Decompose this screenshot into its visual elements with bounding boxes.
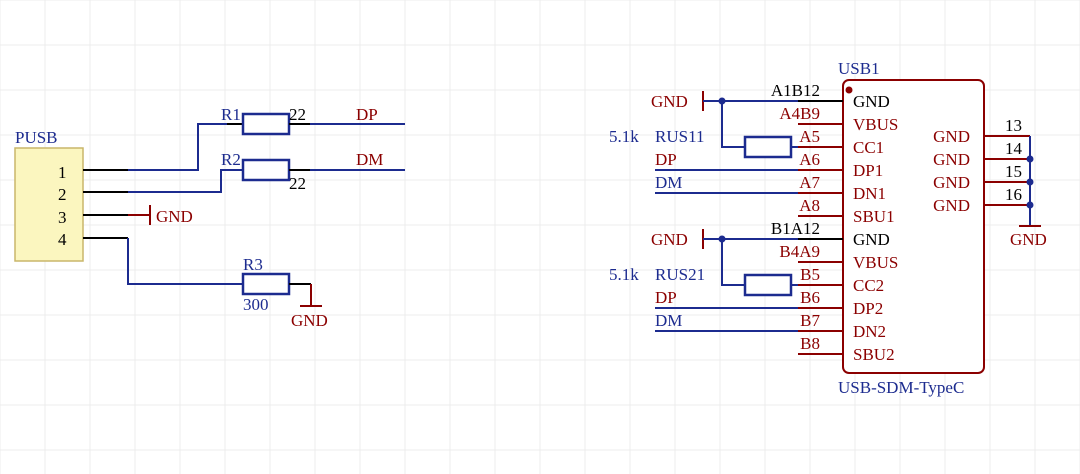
junction-gnd-b [718,235,726,243]
usb1-pin-num-b6: B6 [800,288,820,307]
usb1-pin-num-b8: B8 [800,334,820,353]
usb1-pin-name-dp1: DP1 [853,161,883,180]
r3-ref: R3 [243,255,263,274]
usb1-pin-num-a5: A5 [799,127,820,146]
rus11-resistor[interactable] [743,135,793,159]
wire-pusb-pin2-r2[interactable] [128,169,243,193]
net-label-dp-b: DP [655,288,677,307]
usb1-pin-num-a7: A7 [799,173,820,192]
usb1-pin-name-cc2: CC2 [853,276,884,295]
pusb-pin-3-label: 3 [58,208,67,227]
wire-pusb-pin4-r3[interactable] [127,238,243,285]
junction-shield-16 [1026,201,1034,209]
shield-gnd-label: GND [1010,230,1047,249]
usb1-pin-name-16: GND [933,196,970,215]
rus21-resistor[interactable] [743,273,793,297]
usb1-pin1-marker [845,86,853,94]
pusb-ref: PUSB [15,128,58,147]
usb1-pin-name-dp2: DP2 [853,299,883,318]
r1-resistor[interactable] [241,112,291,136]
usb1-pin-num-a8: A8 [799,196,820,215]
usb1-pin-num-15: 15 [1005,162,1022,181]
usb1-pin-num-a1b12: A1B12 [771,81,820,100]
net-label-dm-left: DM [356,150,383,169]
net-label-dp-left: DP [356,105,378,124]
usb1-pin-name-15: GND [933,173,970,192]
rus11-value: 5.1k [609,127,639,146]
usb1-pin-name-vbus-b: VBUS [853,253,898,272]
r3-resistor[interactable] [241,272,291,296]
usb1-pin-name-gnd-b: GND [853,230,890,249]
junction-shield-14 [1026,155,1034,163]
pusb-pin-1-label: 1 [58,163,67,182]
pusb-gnd-label: GND [156,207,193,226]
usb1-pin-name-vbus-a: VBUS [853,115,898,134]
usb1-pin-name-sbu1: SBU1 [853,207,895,226]
usb1-pin-num-a4b9: A4B9 [779,104,820,123]
rus11-ref: RUS11 [655,127,704,146]
usb1-pin-num-b5: B5 [800,265,820,284]
usb1-pin-name-sbu2: SBU2 [853,345,895,364]
wire-gnd-rus11[interactable] [721,101,745,148]
junction-gnd-a [718,97,726,105]
pusb-pin-4-label: 4 [58,230,67,249]
pusb-pin-2-label: 2 [58,185,67,204]
usb1-pin-name-14: GND [933,150,970,169]
r2-resistor[interactable] [241,158,291,182]
r2-value: 22 [289,174,306,193]
wire-pusb-pin1-r1[interactable] [128,123,243,171]
net-label-dm-a: DM [655,173,682,192]
junction-shield-15 [1026,178,1034,186]
usb1-part: USB-SDM-TypeC [838,378,964,397]
usb1-pin-num-b7: B7 [800,311,820,330]
usb1-pin-name-dn2: DN2 [853,322,886,341]
wire-gnd-rus21[interactable] [721,239,745,286]
usb1-pin-num-16: 16 [1005,185,1022,204]
usb1-pin-num-b1a12: B1A12 [771,219,820,238]
usb1-pin-num-14: 14 [1005,139,1023,158]
usb1-pin-name-13: GND [933,127,970,146]
r3-gnd-label: GND [291,311,328,330]
usb1-body[interactable] [842,79,985,374]
r1-ref: R1 [221,105,241,124]
r1-value: 22 [289,105,306,124]
r2-ref: R2 [221,150,241,169]
net-label-dp-a: DP [655,150,677,169]
usb1-pin-num-a6: A6 [799,150,820,169]
usb1-pin-name-gnd-a: GND [853,92,890,111]
usb1-pin-num-13: 13 [1005,116,1022,135]
usb1-pin-num-b4a9: B4A9 [779,242,820,261]
r3-value: 300 [243,295,269,314]
usb1-pin-name-dn1: DN1 [853,184,886,203]
usb1-a-gnd-label: GND [651,92,688,111]
usb1-b-gnd-label: GND [651,230,688,249]
usb1-ref: USB1 [838,59,880,78]
rus21-ref: RUS21 [655,265,705,284]
rus21-value: 5.1k [609,265,639,284]
usb1-pin-name-cc1: CC1 [853,138,884,157]
pusb-connector-body[interactable] [14,147,84,262]
net-label-dm-b: DM [655,311,682,330]
